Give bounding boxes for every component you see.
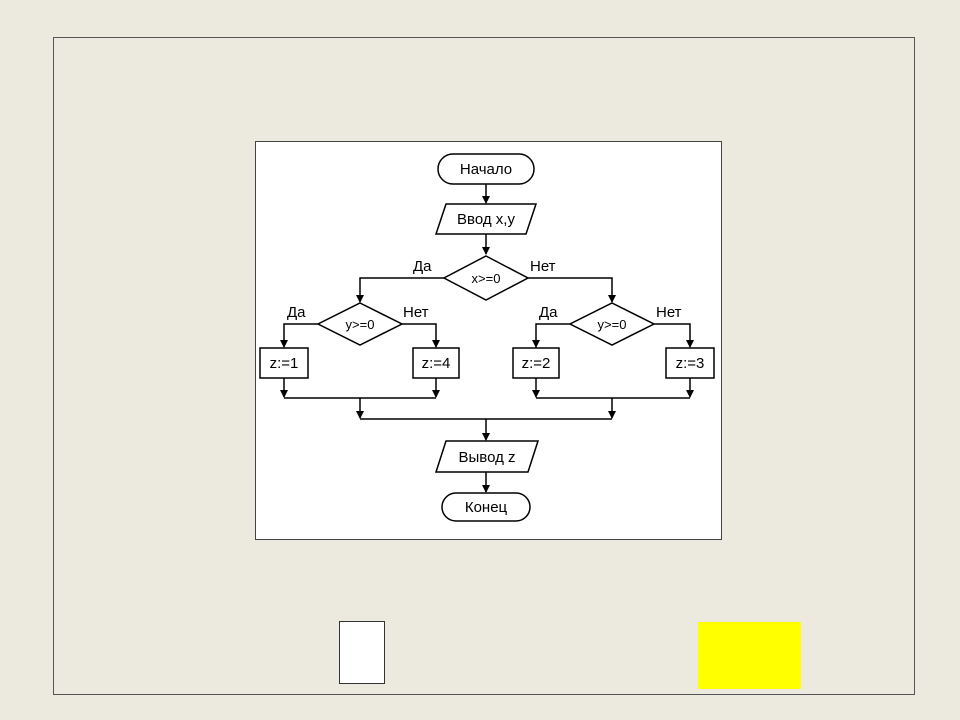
connector-x-no bbox=[528, 277, 616, 303]
connector-right-yes bbox=[532, 323, 570, 348]
assign-z3-box bbox=[665, 347, 715, 379]
assign-z1-box bbox=[259, 347, 309, 379]
decision-y-right bbox=[568, 302, 656, 346]
end-label: Конец bbox=[465, 499, 508, 516]
output-label: Вывод z bbox=[458, 449, 515, 466]
cond-x-label: x>=0 bbox=[472, 271, 501, 286]
assign-z4-label: z:=4 bbox=[422, 355, 451, 372]
yes-right-label: Да bbox=[539, 304, 558, 321]
yes-x-label: Да bbox=[413, 258, 432, 275]
no-right-label: Нет bbox=[656, 304, 682, 321]
start-label: Начало bbox=[460, 161, 512, 178]
decision-x bbox=[442, 255, 530, 301]
assign-z1-label: z:=1 bbox=[270, 355, 299, 372]
connector-left-yes bbox=[280, 323, 318, 348]
start-terminator bbox=[437, 153, 535, 185]
cond-y-right-label: y>=0 bbox=[598, 317, 627, 332]
yes-left-label: Да bbox=[287, 304, 306, 321]
flowchart-diagram: Начало Ввод x,y x>=0 y>=0 y>=0 z:=1 z:=4… bbox=[255, 141, 722, 540]
end-terminator bbox=[441, 492, 531, 522]
white-box bbox=[339, 621, 385, 684]
yellow-highlight-box bbox=[698, 622, 801, 689]
decision-y-left bbox=[316, 302, 404, 346]
assign-z4-box bbox=[412, 347, 460, 379]
connector-right-no bbox=[654, 323, 694, 348]
connector-x-yes bbox=[356, 277, 444, 303]
assign-z3-label: z:=3 bbox=[676, 355, 705, 372]
cond-y-left-label: y>=0 bbox=[346, 317, 375, 332]
input-parallelogram bbox=[434, 203, 538, 235]
input-label: Ввод x,y bbox=[457, 211, 515, 228]
no-left-label: Нет bbox=[403, 304, 429, 321]
assign-z2-box bbox=[512, 347, 560, 379]
connector-left-no bbox=[402, 323, 440, 348]
assign-z2-label: z:=2 bbox=[522, 355, 551, 372]
slide-frame bbox=[53, 37, 915, 695]
no-x-label: Нет bbox=[530, 258, 556, 275]
output-parallelogram bbox=[434, 440, 540, 473]
